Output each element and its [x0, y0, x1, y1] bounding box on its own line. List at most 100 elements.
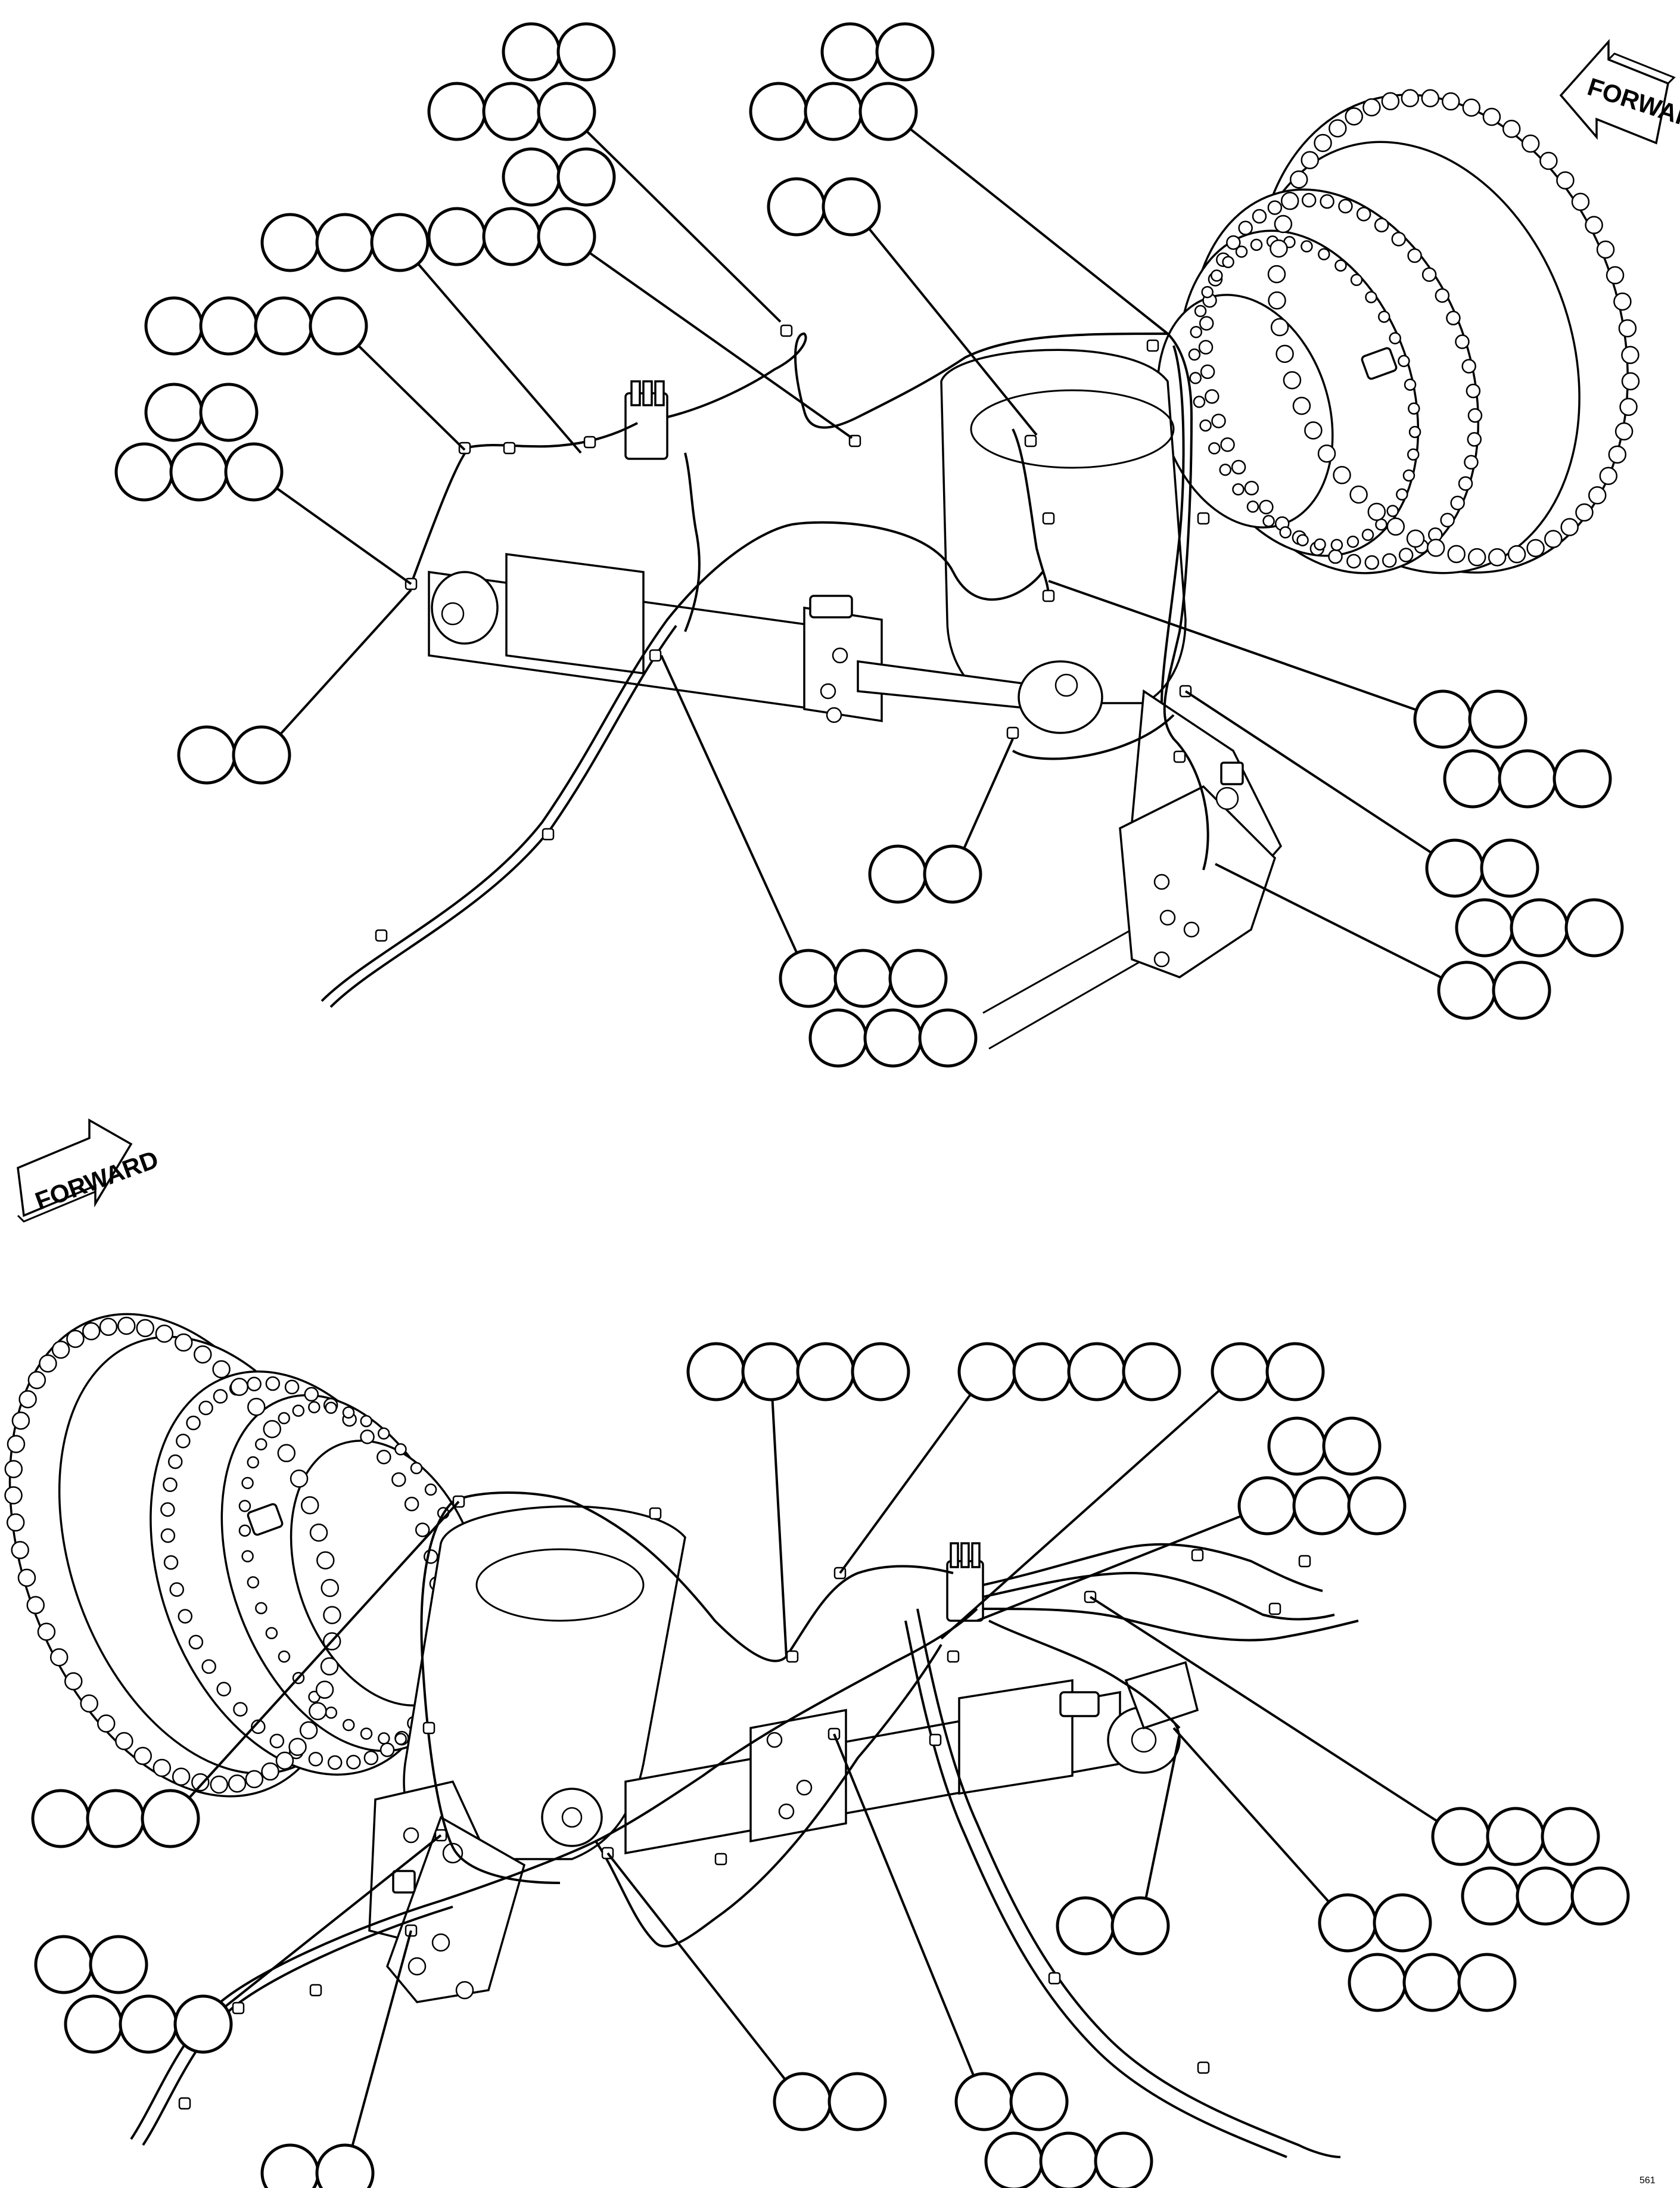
hose-clip — [503, 442, 516, 455]
leader-line — [976, 1515, 1242, 1622]
callout-group — [773, 2072, 887, 2131]
callout-balloon — [1211, 1342, 1270, 1401]
wheel-stud — [1349, 485, 1368, 504]
hub-bolt — [160, 1502, 175, 1517]
hub-bolt — [213, 1389, 228, 1404]
hub-bolt — [1386, 505, 1399, 517]
hub-bolt — [424, 1483, 437, 1496]
wheel-stud — [1488, 548, 1507, 567]
callout-group — [34, 1935, 233, 2054]
leader-line — [963, 738, 1014, 849]
callout-group — [1431, 1807, 1630, 1926]
callout-balloon — [888, 949, 948, 1008]
wheel-stud — [51, 1340, 70, 1359]
hub-bolt — [1364, 555, 1380, 570]
wheel-stud — [1575, 503, 1594, 522]
wheel-stud — [230, 1378, 249, 1396]
wheel-stud — [212, 1360, 231, 1379]
callout-balloon — [779, 949, 838, 1008]
hose-clip — [929, 1733, 942, 1746]
hub-bolt — [1382, 553, 1397, 568]
hub-bolt — [1407, 448, 1420, 461]
hose-clip — [1042, 589, 1055, 602]
wheel-stud — [315, 1680, 334, 1699]
wheel-stud — [1267, 265, 1286, 284]
hub-bolt — [1205, 389, 1219, 404]
wheel-stud — [4, 1460, 23, 1478]
callout-balloon — [820, 22, 880, 82]
wheel-stud — [316, 1551, 335, 1569]
hub-bolt — [284, 1379, 300, 1395]
wheel-stud — [1314, 133, 1332, 153]
hub-bolt — [394, 1733, 407, 1745]
callout-group — [1413, 689, 1612, 809]
hub-bolt — [1361, 529, 1374, 541]
hub-bolt — [1374, 217, 1389, 233]
callout-balloon — [1265, 1342, 1325, 1401]
wheel-stud — [49, 1648, 69, 1667]
hub-bolt — [198, 1400, 213, 1416]
wheel-stud — [1614, 422, 1634, 441]
callout-balloon — [537, 82, 596, 141]
wheel-stud — [37, 1623, 56, 1641]
callout-balloon — [64, 1994, 123, 2054]
wheel-stud — [1596, 240, 1615, 259]
hose-clip — [786, 1650, 799, 1663]
hub-bolt — [1466, 383, 1481, 399]
hose-clip — [458, 442, 471, 455]
callout-balloon — [173, 1994, 233, 2054]
hub-bolt — [346, 1755, 361, 1770]
hub-bolt — [1208, 442, 1221, 455]
wheel-stud — [1270, 239, 1288, 258]
hub-bolt — [1356, 207, 1371, 222]
wheel-stud — [1521, 134, 1540, 153]
hub-bolt — [1301, 192, 1317, 208]
callout-balloon — [1480, 838, 1539, 898]
callout-balloon — [502, 147, 561, 207]
wheel-stud — [1619, 397, 1638, 417]
leader-line — [224, 1834, 442, 2008]
hub-bolt — [292, 1404, 305, 1417]
wheel-stud — [4, 1486, 23, 1505]
wheel-stud — [17, 1568, 36, 1587]
hub-bolt — [1458, 476, 1473, 491]
callout-balloon — [1413, 689, 1473, 749]
callout-balloon — [773, 2072, 832, 2131]
callout-group — [868, 844, 982, 904]
wheel-stud — [309, 1702, 327, 1720]
callout-group — [1056, 1896, 1170, 1956]
callout-balloon — [199, 296, 259, 356]
wheel-stud — [300, 1496, 319, 1515]
callout-balloon — [556, 22, 616, 82]
wheel-stud — [1442, 92, 1460, 111]
hub-bolt — [1211, 414, 1226, 428]
hub-bolt — [176, 1434, 191, 1449]
hose-clip — [1173, 750, 1186, 763]
wheel-stud — [82, 1322, 101, 1341]
hub-bolt — [167, 1454, 183, 1469]
hub-bolt — [342, 1718, 355, 1732]
hose-clip — [309, 1984, 322, 1997]
callout-balloon — [822, 177, 881, 237]
callout-balloon — [119, 1994, 178, 2054]
callout-balloon — [804, 82, 863, 141]
hose-clip — [714, 1853, 727, 1866]
hub-bolt — [1338, 198, 1353, 214]
top-axle-assembly — [321, 89, 1640, 1050]
callout-balloon — [858, 82, 918, 141]
wheel-stud — [261, 1762, 279, 1781]
leader-line — [940, 1389, 1221, 1640]
wheel-stud — [1362, 98, 1381, 117]
wheel-stud — [1539, 151, 1558, 170]
hub-bolt — [278, 1650, 291, 1663]
callout-group — [1211, 1342, 1325, 1401]
callout-group — [957, 1342, 1181, 1401]
callout-group — [427, 147, 616, 266]
wheel-stud — [1599, 467, 1618, 485]
wheel-stud — [299, 1721, 318, 1740]
wheel-stud — [1275, 344, 1294, 363]
wheel-stud — [1618, 319, 1637, 338]
hose-clip — [422, 1721, 435, 1735]
hub-bolt — [1396, 488, 1408, 501]
